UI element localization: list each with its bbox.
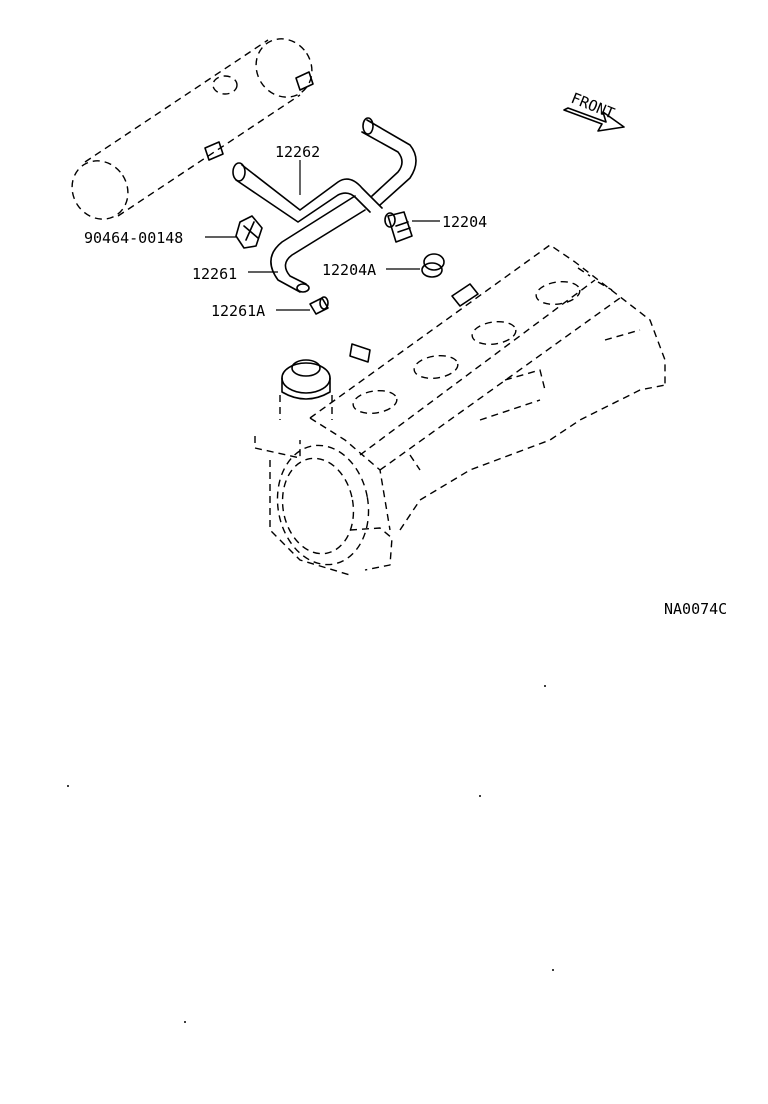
part-label-12261A: 12261A: [211, 302, 265, 320]
part-label-90464-00148: 90464-00148: [84, 229, 183, 247]
hose-12261: [248, 195, 366, 293]
grommet-12204A: [386, 253, 445, 278]
cylinder-head-cover: [254, 244, 666, 576]
part-label-12261: 12261: [192, 265, 237, 283]
part-label-12204: 12204: [442, 213, 487, 231]
union-12261A: [276, 296, 329, 315]
air-intake-tube: [71, 38, 314, 220]
front-arrow-icon: FRONT: [563, 89, 625, 132]
hose-12262: [232, 117, 417, 223]
pcv-valve-12204: [384, 211, 440, 243]
scan-specks: [67, 685, 554, 1023]
figure-code: NA0074C: [664, 600, 727, 618]
clip-90464-00148: [205, 215, 263, 249]
part-label-12204A: 12204A: [322, 261, 376, 279]
part-label-12262: 12262: [275, 143, 320, 161]
